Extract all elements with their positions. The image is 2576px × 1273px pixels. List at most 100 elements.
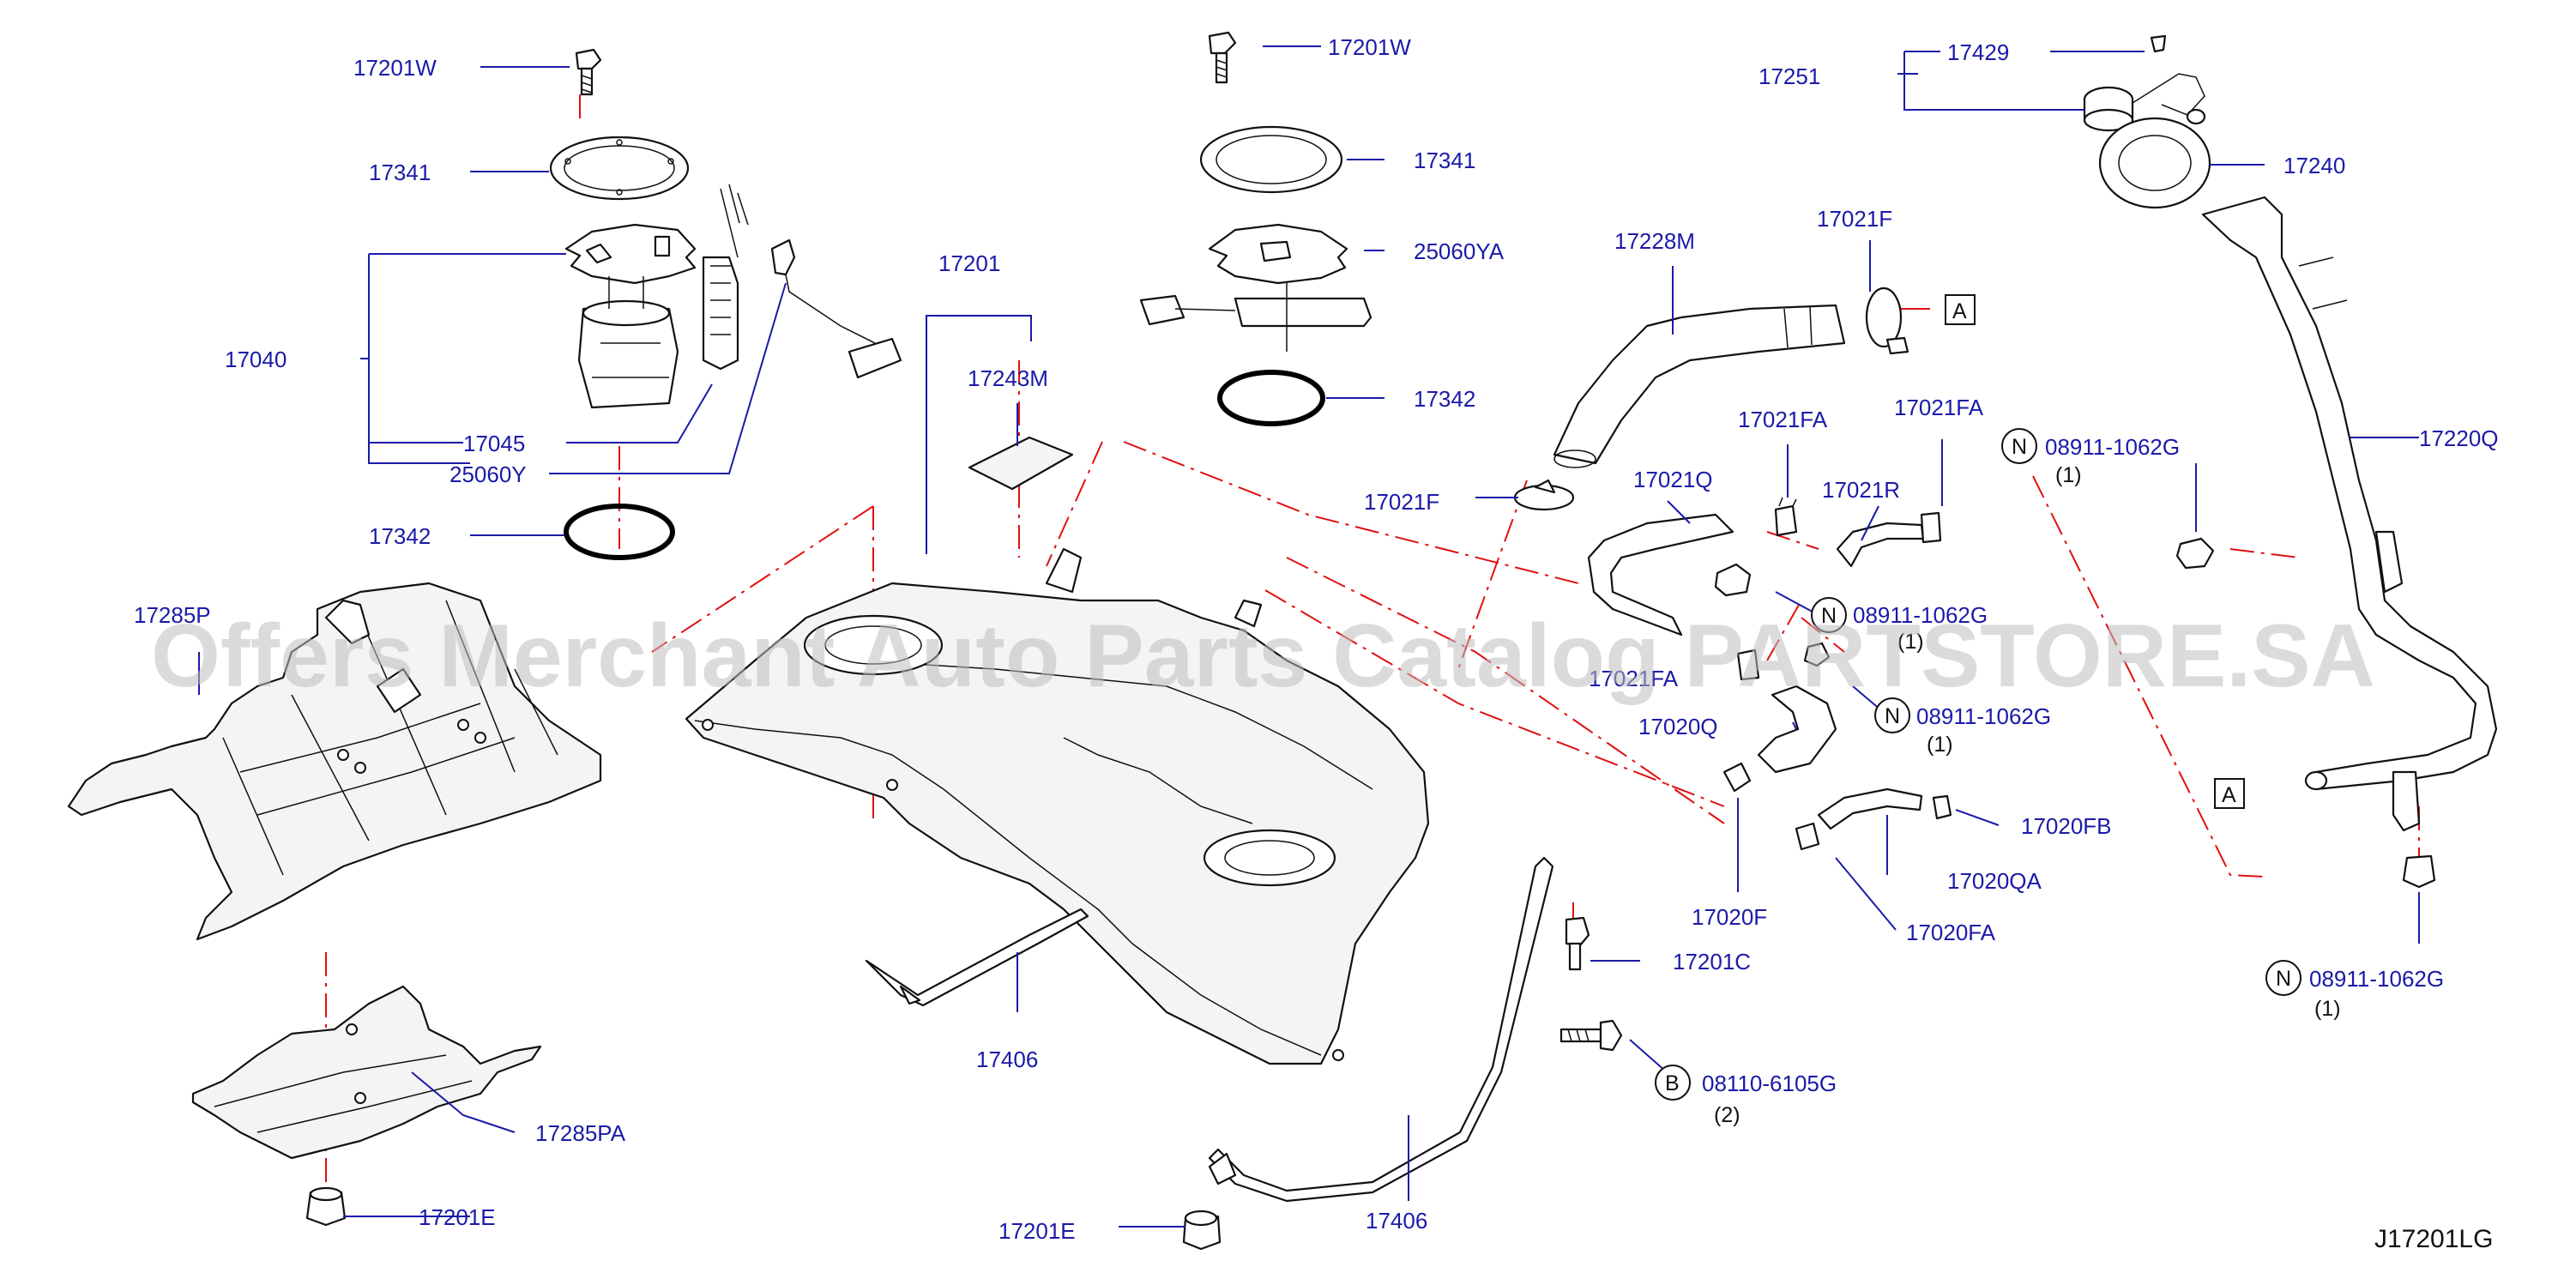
filler-tube-17220q bbox=[2201, 196, 2498, 832]
hose-clamp-17020f bbox=[1722, 762, 1752, 793]
label-17045: 17045 bbox=[463, 431, 525, 456]
fuel-level-sender-left bbox=[702, 184, 902, 379]
label-17201e-center: 17201E bbox=[998, 1218, 1076, 1244]
label-08911-a-qty: (1) bbox=[1897, 630, 1924, 654]
label-17285pa: 17285PA bbox=[535, 1120, 626, 1146]
flange-nut-left bbox=[305, 1186, 347, 1227]
label-17021fa-b: 17021FA bbox=[1894, 395, 1984, 420]
nut-symbol-d: N bbox=[2265, 960, 2302, 996]
svg-text:A: A bbox=[2222, 783, 2236, 807]
label-17021r: 17021R bbox=[1822, 477, 1900, 503]
label-17201: 17201 bbox=[938, 250, 1000, 276]
tank-insulator-pad bbox=[968, 436, 1074, 491]
label-17201e-left: 17201E bbox=[419, 1204, 496, 1230]
heat-shield-lower bbox=[191, 985, 542, 1160]
bolt-symbol: B bbox=[1655, 1065, 1691, 1101]
label-17021f-lower: 17021F bbox=[1364, 489, 1439, 515]
label-17021fa-a: 17021FA bbox=[1738, 407, 1828, 432]
bolt-17201w-left bbox=[575, 48, 602, 96]
hose-clamp-17021fa-b bbox=[1920, 511, 1942, 544]
tank-strap-left bbox=[865, 908, 1089, 1007]
label-17285p: 17285P bbox=[134, 602, 211, 628]
nut-08911-b bbox=[1803, 642, 1831, 667]
bolt-17201c bbox=[1565, 916, 1590, 971]
svg-text:B: B bbox=[1665, 1071, 1680, 1095]
label-17342-left: 17342 bbox=[369, 523, 431, 549]
watermark: Offers Merchant Auto Parts Catalog PARTS… bbox=[151, 606, 2375, 706]
hose-clamp-17020fa bbox=[1795, 822, 1820, 851]
label-17251: 17251 bbox=[1759, 63, 1820, 89]
svg-text:N: N bbox=[2276, 967, 2291, 991]
part-labels: 17201W 17341 17040 17045 25060Y 17342 17… bbox=[134, 34, 2499, 1244]
label-17020fb: 17020FB bbox=[2021, 813, 2112, 839]
heat-shield-upper bbox=[67, 582, 602, 941]
hose-clamp-17020fb bbox=[1932, 794, 1952, 820]
bolt-17201w-center bbox=[1208, 31, 1237, 84]
label-17341-center: 17341 bbox=[1414, 148, 1475, 173]
label-17342-center: 17342 bbox=[1414, 386, 1475, 412]
label-17021f-upper: 17021F bbox=[1817, 206, 1892, 232]
label-17021q: 17021Q bbox=[1633, 467, 1713, 492]
label-17201w-center: 17201W bbox=[1328, 34, 1411, 60]
label-08911-c-qty: (1) bbox=[2055, 463, 2082, 487]
filler-hose-17228m bbox=[1553, 304, 1846, 468]
label-08110-qty: (2) bbox=[1714, 1103, 1740, 1127]
svg-text:N: N bbox=[1821, 604, 1837, 628]
label-17341-left: 17341 bbox=[369, 160, 431, 185]
label-17201c: 17201C bbox=[1673, 949, 1751, 974]
vent-hose-17020q bbox=[1757, 685, 1837, 774]
pump-flange-center bbox=[1139, 223, 1372, 352]
label-17406-right: 17406 bbox=[1366, 1208, 1427, 1234]
nut-08911-d bbox=[2402, 854, 2436, 889]
label-17243m: 17243M bbox=[968, 365, 1048, 391]
hose-clamp-17021fa-a bbox=[1774, 497, 1798, 537]
tank-strap-right bbox=[1208, 856, 1554, 1203]
label-17020f: 17020F bbox=[1692, 904, 1767, 930]
hose-clamp-17021fa-c bbox=[1736, 649, 1760, 681]
label-17220q: 17220Q bbox=[2419, 425, 2499, 451]
label-17020fa: 17020FA bbox=[1906, 920, 1996, 945]
flange-nut-center bbox=[1182, 1210, 1222, 1251]
label-17429: 17429 bbox=[1947, 39, 2009, 65]
svg-text:N: N bbox=[2012, 435, 2027, 459]
label-08911-c: 08911-1062G bbox=[2045, 434, 2180, 460]
ref-a-lower: A bbox=[2214, 778, 2245, 809]
label-25060y: 25060Y bbox=[449, 462, 527, 487]
nut-08911-c bbox=[2175, 537, 2215, 570]
label-17020q: 17020Q bbox=[1638, 714, 1718, 739]
fuel-tank bbox=[685, 547, 1430, 1065]
o-ring-17342-left bbox=[564, 504, 675, 560]
label-17040: 17040 bbox=[225, 347, 287, 372]
label-17406-left: 17406 bbox=[976, 1047, 1038, 1072]
filler-ring-17240 bbox=[2098, 117, 2211, 209]
label-17021fa-c: 17021FA bbox=[1589, 666, 1679, 691]
nut-symbol-b: N bbox=[1874, 697, 1910, 733]
label-08911-d: 08911-1062G bbox=[2309, 966, 2444, 992]
fuel-pump-body-left bbox=[577, 276, 679, 409]
ref-a-upper: A bbox=[1945, 294, 1976, 325]
vent-tube-17021q bbox=[1587, 513, 1734, 636]
svg-text:A: A bbox=[1952, 299, 1967, 323]
nut-symbol-a: N bbox=[1811, 597, 1847, 633]
hose-clamp-17021f-upper bbox=[1865, 287, 1909, 355]
vent-hose-17020qa bbox=[1817, 787, 1923, 830]
label-08911-b: 08911-1062G bbox=[1916, 703, 2051, 729]
label-08911-d-qty: (1) bbox=[2314, 997, 2341, 1021]
bolt-08110 bbox=[1559, 1019, 1623, 1052]
label-08911-b-qty: (1) bbox=[1927, 733, 1953, 757]
o-ring-17342-center bbox=[1217, 370, 1325, 426]
gasket-17341-center bbox=[1199, 125, 1343, 194]
gasket-17341-left bbox=[549, 136, 690, 201]
svg-text:N: N bbox=[1885, 704, 1900, 728]
label-17228m: 17228M bbox=[1614, 228, 1695, 254]
label-08110: 08110-6105G bbox=[1702, 1071, 1837, 1096]
label-08911-a: 08911-1062G bbox=[1853, 602, 1988, 628]
diagram-code: J17201LG bbox=[2374, 1225, 2493, 1253]
vent-hose-17021r bbox=[1836, 522, 1925, 568]
label-25060ya: 25060YA bbox=[1414, 238, 1505, 264]
hose-clamp-17021f-lower bbox=[1513, 479, 1575, 511]
filler-cap-17251 bbox=[2083, 34, 2206, 132]
nut-symbol-c: N bbox=[2001, 428, 2037, 464]
nut-08911-a bbox=[1714, 563, 1752, 597]
